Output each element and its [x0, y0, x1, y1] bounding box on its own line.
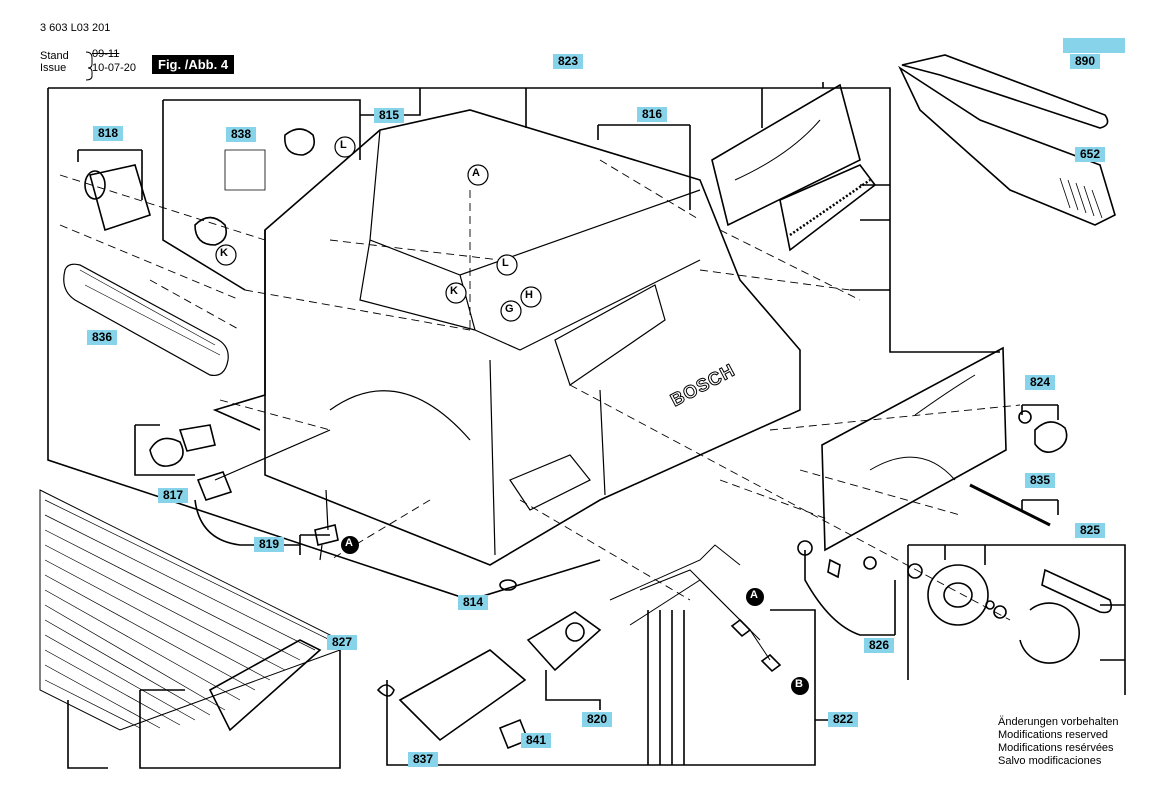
callout-a-filled-right: A [750, 589, 758, 601]
callout-l-center: L [502, 257, 509, 269]
part-label-825: 825 [1075, 523, 1105, 538]
callout-k-left: K [220, 247, 228, 259]
callout-l-top: L [340, 139, 347, 151]
callout-a-filled-left: A [345, 537, 353, 549]
part-label-890: 890 [1070, 54, 1100, 69]
part-label-837: 837 [408, 752, 438, 767]
part-label-815: 815 [374, 108, 404, 123]
part-label-824: 824 [1025, 375, 1055, 390]
part-label-835: 835 [1025, 473, 1055, 488]
part-label-841: 841 [521, 733, 551, 748]
callout-a-upper: A [472, 167, 480, 179]
figure-label: Fig. /Abb. 4 [152, 55, 235, 74]
note-de: Änderungen vorbehalten [998, 716, 1119, 728]
modification-notes: Änderungen vorbehalten Modifications res… [998, 716, 1118, 768]
callout-h: H [525, 289, 533, 301]
part-label-817: 817 [158, 488, 188, 503]
callout-b-filled: B [795, 678, 803, 690]
part-label-836: 836 [87, 330, 117, 345]
note-fr: Modifications resérvées [998, 742, 1114, 754]
part-label-826: 826 [864, 638, 894, 653]
note-es: Salvo modificaciones [998, 755, 1102, 767]
old-date: 09-11 [92, 48, 120, 60]
callout-k-center: K [450, 285, 458, 297]
part-label-822: 822 [828, 712, 858, 727]
part-label-827: 827 [327, 635, 357, 650]
issue-label: Issue [40, 62, 67, 74]
stand-label: Stand [40, 50, 69, 62]
blank-label-box [1063, 38, 1125, 53]
part-label-816: 816 [637, 107, 667, 122]
part-label-820: 820 [582, 712, 612, 727]
part-label-819: 819 [254, 537, 284, 552]
part-label-838: 838 [226, 127, 256, 142]
document-number: 3 603 L03 201 [40, 22, 111, 34]
new-date: 10-07-20 [92, 62, 137, 74]
part-label-652: 652 [1075, 147, 1105, 162]
callout-g: G [505, 303, 514, 315]
part-label-823: 823 [553, 54, 583, 69]
part-label-818: 818 [93, 126, 123, 141]
note-en: Modifications reserved [998, 729, 1109, 741]
part-label-814: 814 [458, 595, 488, 610]
